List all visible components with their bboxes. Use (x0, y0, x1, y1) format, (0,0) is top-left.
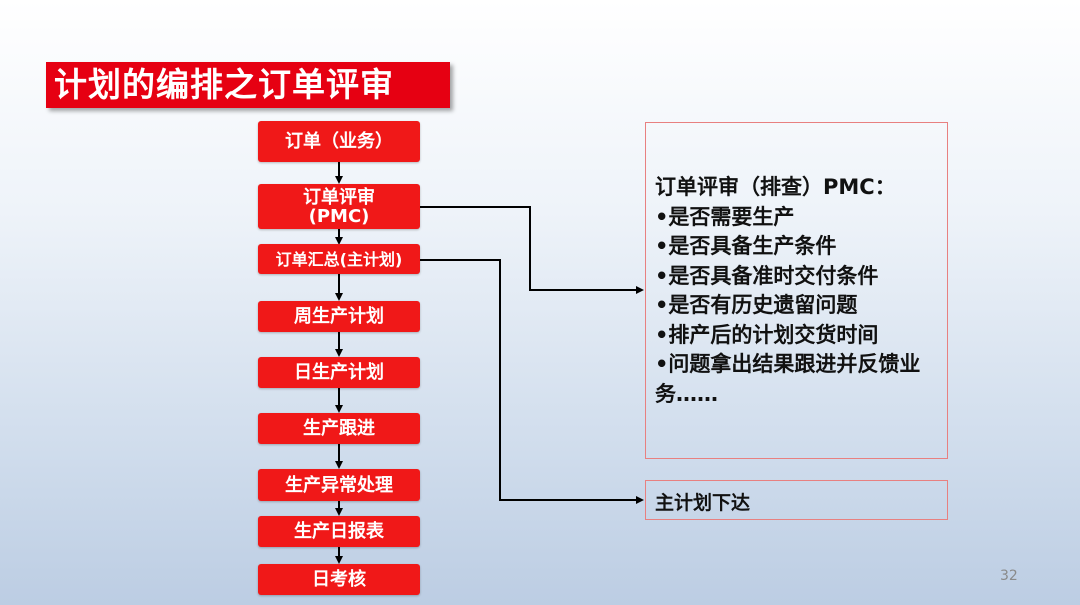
review-item: •排产后的计划交货时间 (655, 322, 879, 347)
review-text: 订单评审（排查）PMC： •是否需要生产 •是否具备生产条件 •是否具备准时交付… (655, 173, 940, 409)
step-label: 日生产计划 (294, 362, 384, 383)
step-label: 订单汇总(主计划) (275, 249, 403, 269)
step-order-summary: 订单汇总(主计划) (258, 244, 420, 274)
page-number: 32 (1000, 568, 1018, 584)
review-item: •是否需要生产 (655, 204, 795, 229)
step-label: 生产异常处理 (285, 474, 393, 496)
review-box: 订单评审（排查）PMC： •是否需要生产 •是否具备生产条件 •是否具备准时交付… (645, 122, 948, 459)
step-label: 订单评审 (303, 186, 375, 208)
step-label: 周生产计划 (294, 306, 384, 327)
review-heading: 订单评审（排查）PMC： (655, 175, 896, 199)
connector-review (420, 206, 644, 294)
step-label: 订单（业务） (285, 131, 393, 152)
release-label: 主计划下达 (655, 492, 751, 514)
title-banner: 计划的编排之订单评审 (46, 62, 450, 108)
step-daily-report: 生产日报表 (258, 516, 420, 547)
connector-release (420, 259, 644, 504)
step-label: 生产跟进 (303, 418, 375, 439)
review-item: •是否具备准时交付条件 (655, 263, 879, 288)
step-exception-handling: 生产异常处理 (258, 469, 420, 501)
step-label: 生产日报表 (294, 521, 384, 542)
review-item: •是否有历史遗留问题 (655, 293, 858, 317)
step-label: 日考核 (312, 569, 366, 590)
review-item: •是否具备生产条件 (655, 234, 837, 258)
review-item: •问题拿出结果跟进并反馈业务…… (655, 352, 921, 406)
step-production-follow: 生产跟进 (258, 413, 420, 444)
step-order-review: 订单评审 (PMC) (258, 184, 420, 229)
step-weekly-plan: 周生产计划 (258, 301, 420, 332)
step-order-business: 订单（业务） (258, 121, 420, 162)
release-box: 主计划下达 (645, 480, 948, 520)
page-title: 计划的编排之订单评审 (54, 65, 394, 104)
step-label-sub: (PMC) (308, 205, 370, 227)
step-daily-plan: 日生产计划 (258, 357, 420, 388)
step-daily-assessment: 日考核 (258, 564, 420, 595)
